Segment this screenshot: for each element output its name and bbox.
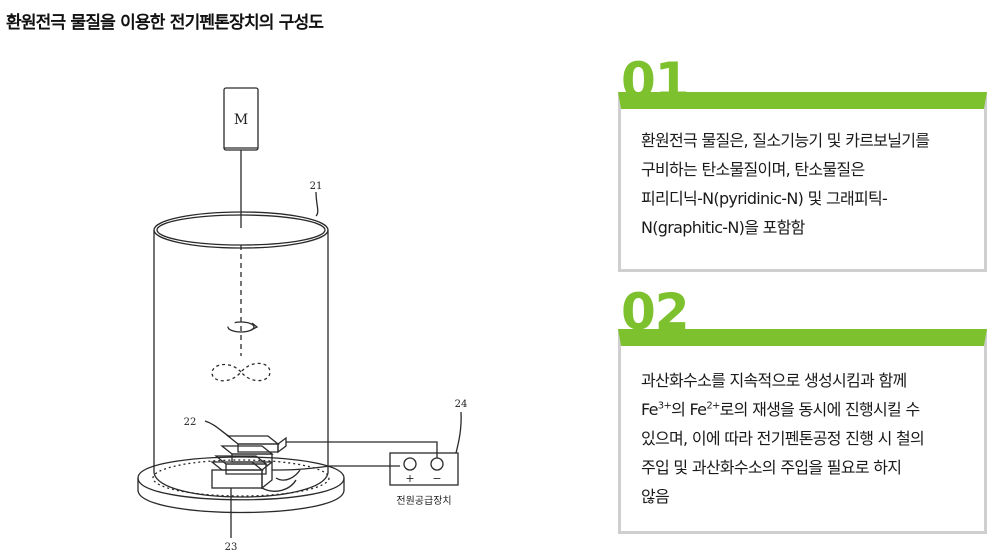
rotation-arrow — [227, 321, 255, 333]
minus-sign: − — [432, 472, 441, 485]
card-1-line: 환원전극 물질은, 질소기능기 및 카르보닐기를 — [641, 131, 930, 150]
positive-terminal — [403, 457, 417, 471]
card-2-text: 과산화수소를 지속적으로 생성시킴과 함께 Fe3+의 Fe2+로의 재생을 동… — [641, 366, 986, 511]
ref-label-21: 21 — [310, 181, 323, 192]
ref-label-24: 24 — [455, 399, 468, 410]
wire-positive — [286, 441, 438, 458]
ref-label-23: 23 — [225, 542, 238, 553]
power-supply-label: 전원공급장치 — [396, 495, 451, 507]
card-2-text-fe2: 의 Fe — [671, 400, 707, 419]
card-1-line: 피리디닉-N(pyridinic-N) 및 그래피틱- — [641, 189, 888, 208]
card-1 — [618, 92, 987, 272]
card-2-text-rest: 로의 재생을 동시에 진행시킬 수 — [719, 400, 921, 419]
vessel-top-rim-inner — [156, 214, 326, 246]
wire-negative — [271, 465, 400, 471]
card-1-line: N(graphitic-N)을 포함함 — [641, 218, 805, 237]
card-2 — [618, 329, 987, 534]
card-1-line: 구비하는 탄소물질이며, 탄소물질은 — [641, 160, 865, 179]
ref-label-22: 22 — [184, 417, 197, 428]
card-2-line: 않음 — [641, 487, 670, 506]
electrode-stack — [210, 435, 287, 490]
negative-terminal — [430, 457, 444, 471]
card-2-sup-3plus: 3+ — [657, 400, 672, 412]
card-1-text: 환원전극 물질은, 질소기능기 및 카르보닐기를 구비하는 탄소물질이며, 탄소… — [641, 126, 986, 242]
base-plate — [137, 456, 345, 514]
electro-fenton-diagram: M 21 22 23 24 + − 전원공급장치 — [137, 87, 468, 553]
motor-label: M — [234, 112, 248, 128]
page-title: 환원전극 물질을 이용한 전기펜톤장치의 구성도 — [6, 13, 324, 33]
plus-sign: + — [405, 472, 414, 485]
impeller — [211, 362, 271, 382]
card-2-line: 주입 및 과산화수소의 주입을 필요로 하지 — [641, 458, 902, 477]
vessel-bottom-curve — [153, 472, 329, 498]
card-2-line: Fe3+의 Fe2+로의 재생을 동시에 진행시킬 수 — [641, 395, 986, 424]
card-2-number: 02 — [621, 283, 690, 341]
card-2-line: 있으며, 이에 따라 전기펜톤공정 진행 시 철의 — [641, 429, 925, 448]
power-supply-box — [389, 452, 459, 486]
card-2-sup-2plus: 2+ — [706, 400, 720, 412]
card-2-line: 과산화수소를 지속적으로 생성시킴과 함께 — [641, 371, 907, 390]
card-2-text-fe: Fe — [641, 400, 658, 419]
